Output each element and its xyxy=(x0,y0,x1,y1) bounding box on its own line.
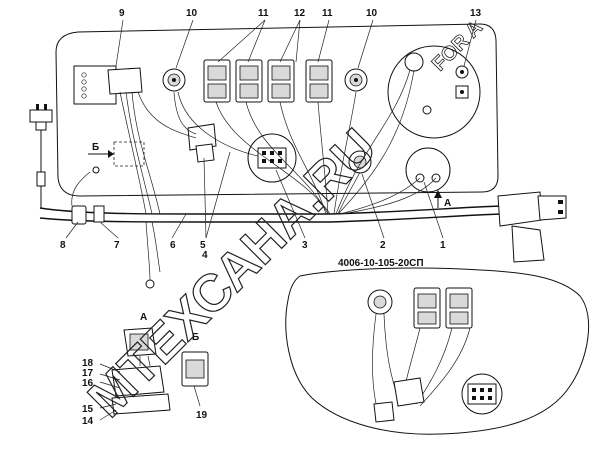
callout-9: 9 xyxy=(119,8,125,19)
callout-labels: 9 10 11 12 11 10 13 8 7 6 5 4 3 2 1 18 1… xyxy=(60,8,482,427)
leader-lines xyxy=(65,19,477,421)
detail-connector-block xyxy=(461,373,503,415)
round-socket-10-right xyxy=(344,68,368,92)
callout-13: 13 xyxy=(470,8,482,19)
connector-3-block xyxy=(247,133,297,183)
view-b-main-label: Б xyxy=(92,142,99,153)
callout-11-right: 11 xyxy=(322,8,333,19)
rocker-switch-group xyxy=(203,59,333,103)
dial-knob xyxy=(422,105,432,115)
callout-4: 4 xyxy=(202,250,208,261)
view-a-arrowhead xyxy=(434,190,442,198)
callout-10-right: 10 xyxy=(366,8,378,19)
dial-connector xyxy=(404,52,424,72)
lead-8-end xyxy=(92,166,100,174)
wire-bundle xyxy=(119,69,437,281)
callout-16: 16 xyxy=(82,378,94,389)
callout-15: 15 xyxy=(82,404,94,415)
callout-12: 12 xyxy=(294,8,306,19)
left-connector xyxy=(29,104,53,208)
connector-9 xyxy=(107,67,143,95)
callout-5: 5 xyxy=(200,240,206,251)
callout-6: 6 xyxy=(170,240,176,251)
relay-5 xyxy=(187,123,217,151)
callout-18: 18 xyxy=(82,358,94,369)
callout-10-left: 10 xyxy=(186,8,198,19)
callout-1: 1 xyxy=(440,240,446,251)
instrument-panel-outline xyxy=(55,23,499,197)
clamp-7 xyxy=(93,205,105,223)
callout-8: 8 xyxy=(60,240,66,251)
callout-11-left: 11 xyxy=(258,8,269,19)
watermark-main: МТЕХСАНА.RU xyxy=(77,118,387,428)
detail-switches xyxy=(413,287,473,329)
view-a-main-label: А xyxy=(444,198,451,209)
detail-a xyxy=(111,327,171,415)
callout-19: 19 xyxy=(196,410,208,421)
callout-3: 3 xyxy=(302,240,308,251)
indicator-lamps xyxy=(81,72,87,99)
detail-relay-2 xyxy=(373,401,395,423)
view-b-detail-label: Б xyxy=(192,332,199,343)
large-dial xyxy=(387,45,481,139)
detail-relay xyxy=(393,377,425,407)
clamp-8 xyxy=(71,205,87,225)
lead-8 xyxy=(71,171,91,207)
socket-13 xyxy=(455,65,469,99)
right-connector-group xyxy=(497,191,567,263)
detail-b xyxy=(181,351,209,387)
drawing-number: 4006-10-105-20СП xyxy=(338,258,424,269)
callout-17: 17 xyxy=(82,368,94,379)
round-socket-10-left xyxy=(162,68,186,92)
detail-socket xyxy=(367,289,393,315)
callout-7: 7 xyxy=(114,240,120,251)
callout-14: 14 xyxy=(82,416,94,427)
view-b-arrowhead xyxy=(108,150,114,158)
detail-outline xyxy=(285,267,590,435)
view-a-detail-label: А xyxy=(140,312,147,323)
relay-body xyxy=(195,143,215,163)
callout-2: 2 xyxy=(380,240,386,251)
lead-terminal xyxy=(145,279,155,289)
